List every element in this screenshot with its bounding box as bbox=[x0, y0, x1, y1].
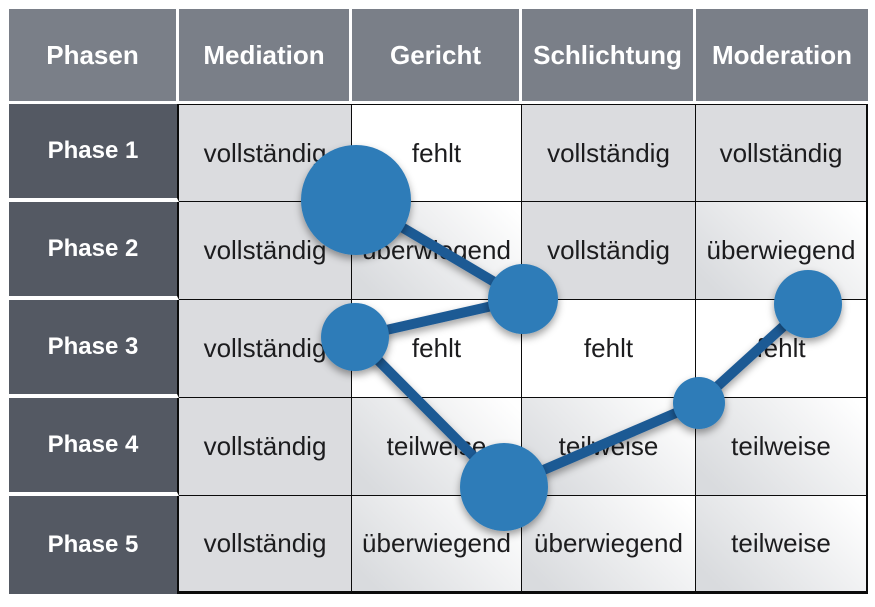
header-cell-phasen: Phasen bbox=[9, 9, 179, 104]
value-cell: vollständig bbox=[179, 496, 352, 594]
value-cell: fehlt bbox=[352, 104, 522, 202]
value-cell: überwiegend bbox=[352, 202, 522, 300]
phase-label-3: Phase 3 bbox=[9, 300, 179, 398]
value-cell: fehlt bbox=[696, 300, 868, 398]
header-cell-moderation: Moderation bbox=[696, 9, 868, 104]
value-cell: vollständig bbox=[696, 104, 868, 202]
phase-label-5: Phase 5 bbox=[9, 496, 179, 594]
value-cell: teilweise bbox=[696, 398, 868, 496]
header-cell-mediation: Mediation bbox=[179, 9, 352, 104]
value-cell: überwiegend bbox=[696, 202, 868, 300]
value-cell: vollständig bbox=[179, 300, 352, 398]
value-cell: vollständig bbox=[522, 202, 696, 300]
header-cell-schlichtung: Schlichtung bbox=[522, 9, 696, 104]
value-cell: fehlt bbox=[352, 300, 522, 398]
value-cell: vollständig bbox=[522, 104, 696, 202]
value-cell: überwiegend bbox=[352, 496, 522, 594]
value-cell: überwiegend bbox=[522, 496, 696, 594]
phase-label-4: Phase 4 bbox=[9, 398, 179, 496]
value-cell: teilweise bbox=[522, 398, 696, 496]
value-cell: vollständig bbox=[179, 202, 352, 300]
value-cell: teilweise bbox=[696, 496, 868, 594]
value-cell: vollständig bbox=[179, 104, 352, 202]
header-cell-gericht: Gericht bbox=[352, 9, 522, 104]
phase-label-2: Phase 2 bbox=[9, 202, 179, 300]
phase-label-1: Phase 1 bbox=[9, 104, 179, 202]
assessment-table: Phasen Mediation Gericht Schlichtung Mod… bbox=[9, 9, 868, 594]
value-cell: teilweise bbox=[352, 398, 522, 496]
value-cell: fehlt bbox=[522, 300, 696, 398]
value-cell: vollständig bbox=[179, 398, 352, 496]
